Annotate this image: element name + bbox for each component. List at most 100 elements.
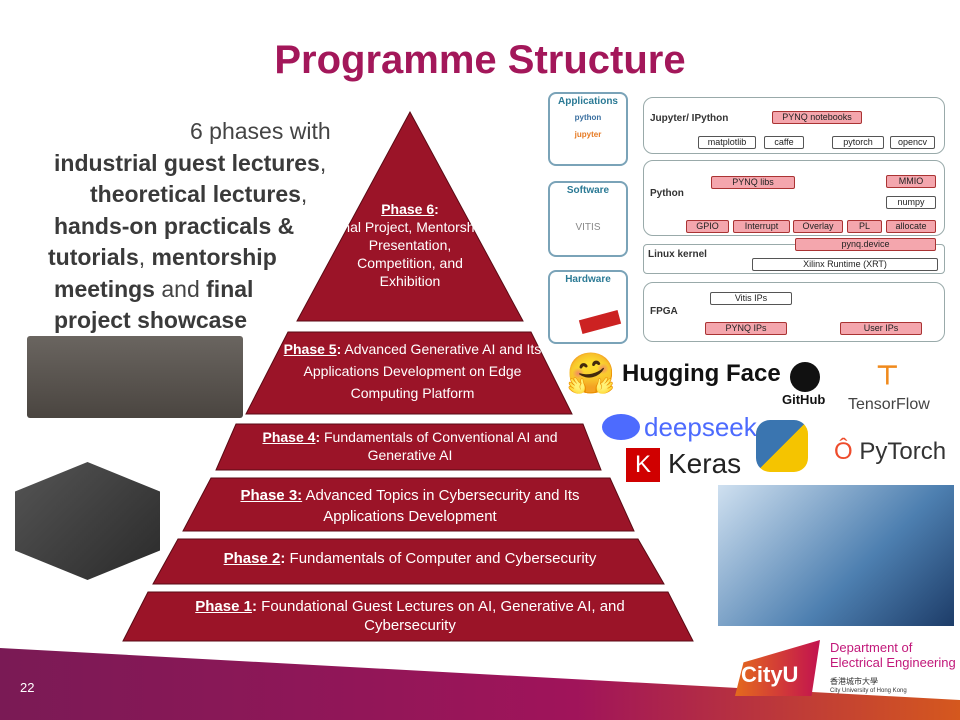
python-logo: python: [574, 113, 602, 122]
chip-pynq-libs: PYNQ libs: [711, 176, 795, 189]
layer-fpga: [643, 282, 945, 342]
chip-vitis-ips: Vitis IPs: [710, 292, 792, 305]
dept-line: Department of: [830, 640, 913, 655]
python-icon: [756, 420, 808, 472]
phase-4-text: Phase 4: Fundamentals of Conventional AI…: [230, 428, 590, 464]
box-label: Software: [566, 185, 610, 196]
chip-pynq-notebooks: PYNQ notebooks: [772, 111, 862, 124]
layer-label: Python: [650, 188, 684, 199]
phase-sep: :: [280, 550, 286, 567]
intro-bold: tutorials: [48, 244, 139, 270]
chip-pynq-device: pynq.device: [795, 238, 936, 251]
hardware-box: Hardware: [548, 270, 628, 344]
chip-pl: PL: [847, 220, 882, 233]
phase-3-text: Phase 3: Advanced Topics in Cybersecurit…: [200, 485, 620, 527]
phase-desc: Advanced Topics in Cybersecurity and Its…: [302, 487, 580, 525]
phase-label: Phase 3:: [240, 487, 303, 504]
phase-sep: :: [251, 598, 257, 615]
phase-sep: :: [434, 201, 439, 217]
tensorflow-logo: TensorFlow: [848, 396, 930, 413]
tier-phase-3: [182, 477, 635, 532]
intro-bold: mentorship: [151, 244, 277, 270]
footer-band: [0, 648, 960, 720]
intro-sep: and: [154, 275, 207, 302]
tier-phase-4: [215, 423, 602, 471]
phase-2-text: Phase 2: Fundamentals of Computer and Cy…: [160, 549, 660, 569]
intro-bold: hands-on practicals &: [54, 212, 295, 239]
cybersecurity-photo: [718, 485, 954, 626]
chip-pytorch: pytorch: [832, 136, 884, 149]
page-number: 22: [20, 680, 35, 695]
chip-gpio: GPIO: [686, 220, 729, 233]
chip-mmio: MMIO: [886, 175, 936, 188]
hugging-face-logo: Hugging Face: [622, 360, 781, 387]
tensorflow-icon: ⊤: [876, 360, 899, 390]
box-label: Hardware: [565, 274, 611, 285]
intro-bold: industrial guest lectures: [54, 149, 320, 176]
intro-sep: ,: [300, 181, 308, 207]
chip-interrupt: Interrupt: [733, 220, 790, 233]
intro-bold: project showcase: [54, 307, 248, 333]
phase-desc: Foundational Guest Lectures on AI, Gener…: [256, 598, 625, 634]
box-label: Applications: [557, 96, 618, 107]
applications-box: Applications python jupyter: [548, 92, 628, 166]
keras-logo: Keras: [668, 448, 742, 479]
phase-6-text: Phase 6: Final Project, Mentorship, Prese…: [330, 200, 490, 290]
phase-desc: Fundamentals of Conventional AI and Gene…: [320, 429, 558, 463]
hugging-face-icon: 🤗: [566, 352, 616, 396]
chip-caffe: caffe: [764, 136, 804, 149]
phase-sep: :: [315, 429, 321, 445]
university-chinese-name: 香港城市大學: [830, 677, 878, 686]
intro-sep: ,: [138, 244, 146, 270]
pytorch-icon: Ô: [834, 438, 853, 465]
intro-line: 6 phases with: [190, 118, 331, 144]
chip-opencv: opencv: [890, 136, 935, 149]
phase-desc: Advanced Generative AI and Its Applicati…: [303, 341, 542, 401]
chip-user-ips: User IPs: [840, 322, 922, 335]
university-english-name: City University of Hong Kong: [830, 688, 907, 694]
phase-desc: Final Project, Mentorship, Presentation,…: [330, 219, 490, 289]
tier-phase-1: [122, 591, 694, 642]
phase-label: Phase 6: [381, 201, 435, 217]
phase-label: Phase 5: [283, 341, 337, 357]
phase-label: Phase 4: [262, 429, 316, 445]
chip-pynq-ips: PYNQ IPs: [705, 322, 787, 335]
phase-desc: Fundamentals of Computer and Cybersecuri…: [285, 550, 597, 567]
phase-1-text: Phase 1: Foundational Guest Lectures on …: [150, 597, 670, 635]
layer-label: Linux kernel: [648, 249, 707, 260]
chip-matplotlib: matplotlib: [698, 136, 756, 149]
intro-sep: ,: [319, 149, 327, 176]
tier-phase-2: [152, 538, 665, 585]
intro-bold: theoretical lectures: [90, 181, 301, 207]
deepseek-logo: deepseek: [644, 412, 757, 442]
hardware-kit-photo: [27, 336, 243, 418]
layer-label: Jupyter/ IPython: [650, 113, 729, 124]
pytorch-logo: Ô PyTorch: [834, 438, 946, 466]
phase-5-text: Phase 5: Advanced Generative AI and Its …: [275, 338, 550, 404]
layer-label: FPGA: [650, 306, 678, 317]
intro-text: 6 phases with industrial guest lectures,…: [30, 116, 350, 337]
intro-bold: meetings: [54, 275, 155, 302]
deepseek-icon: [602, 414, 640, 440]
chip-xrt: Xilinx Runtime (XRT): [752, 258, 938, 271]
tier-phase-5: [245, 331, 573, 415]
phase-label: Phase 2: [223, 550, 281, 567]
phase-sep: :: [336, 341, 342, 357]
jupyter-logo: jupyter: [574, 130, 602, 139]
vitis-logo: VITIS: [575, 222, 601, 233]
phase-label: Phase 1: [195, 598, 252, 615]
github-icon: [790, 362, 820, 392]
tier-phase-6: [296, 110, 524, 322]
slide-title: Programme Structure: [274, 38, 686, 82]
github-logo: GitHub: [782, 392, 826, 407]
dept-line: Electrical Engineering: [830, 655, 956, 670]
fpga-board-icon: [578, 310, 622, 334]
chip-numpy: numpy: [886, 196, 936, 209]
intro-bold: final: [206, 275, 254, 302]
chip-overlay: Overlay: [793, 220, 843, 233]
pytorch-label: PyTorch: [859, 438, 947, 465]
chip-allocate: allocate: [886, 220, 936, 233]
